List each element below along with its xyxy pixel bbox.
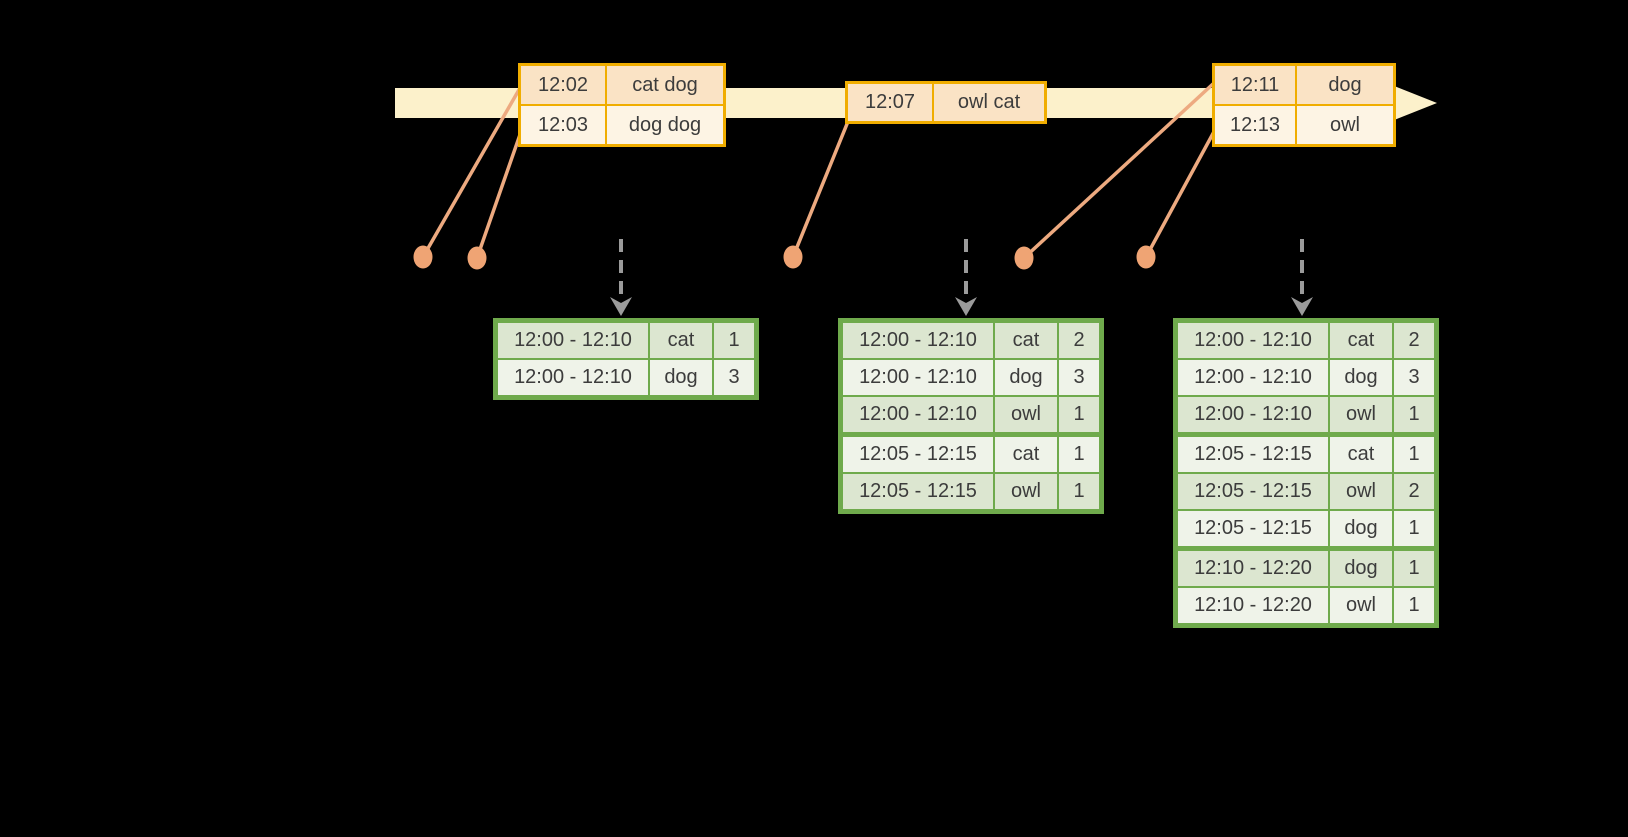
connector-line	[1144, 127, 1218, 258]
window-cell: 12:10 - 12:20	[1178, 588, 1328, 623]
word-cell: owl	[1330, 588, 1392, 623]
event-dot-icon	[1136, 245, 1156, 269]
event-data-cell: cat dog	[607, 66, 723, 104]
connector-line	[1022, 81, 1216, 260]
count-cell: 1	[1394, 588, 1434, 623]
word-cell: cat	[1330, 323, 1392, 358]
window-cell: 12:00 - 12:10	[1178, 397, 1328, 432]
count-cell: 2	[1394, 474, 1434, 509]
count-cell: 1	[1059, 437, 1099, 472]
event-dot-icon	[467, 246, 487, 270]
connector-line	[475, 125, 525, 259]
word-cell: owl	[995, 397, 1057, 432]
trigger-arrows	[610, 239, 1313, 316]
window-cell: 12:00 - 12:10	[843, 323, 993, 358]
count-cell: 3	[714, 360, 754, 395]
word-cell: dog	[1330, 360, 1392, 395]
count-cell: 1	[1394, 551, 1434, 586]
word-cell: cat	[995, 323, 1057, 358]
event-dot-icon	[1014, 246, 1034, 270]
trigger-arrow-icon	[955, 297, 977, 316]
window-cell: 12:00 - 12:10	[1178, 323, 1328, 358]
window-cell: 12:05 - 12:15	[1178, 474, 1328, 509]
event-time-cell: 12:13	[1215, 106, 1295, 144]
count-cell: 1	[1059, 474, 1099, 509]
count-cell: 1	[1059, 397, 1099, 432]
word-cell: cat	[1330, 437, 1392, 472]
count-cell: 2	[1059, 323, 1099, 358]
event-time-cell: 12:02	[521, 66, 605, 104]
word-cell: cat	[650, 323, 712, 358]
window-cell: 12:00 - 12:10	[1178, 360, 1328, 395]
word-cell: dog	[1330, 511, 1392, 546]
count-cell: 1	[1394, 397, 1434, 432]
window-cell: 12:05 - 12:15	[843, 474, 993, 509]
connector-lines	[421, 81, 1218, 260]
window-cell: 12:00 - 12:10	[498, 360, 648, 395]
count-cell: 1	[1394, 437, 1434, 472]
word-cell: owl	[1330, 474, 1392, 509]
word-cell: cat	[995, 437, 1057, 472]
window-cell: 12:05 - 12:15	[1178, 511, 1328, 546]
event-data-cell: dog	[1297, 66, 1393, 104]
count-cell: 3	[1394, 360, 1434, 395]
window-cell: 12:05 - 12:15	[1178, 437, 1328, 472]
trigger-arrow-icon	[610, 297, 632, 316]
count-cell: 1	[714, 323, 754, 358]
event-data-cell: dog dog	[607, 106, 723, 144]
connector-line	[791, 118, 851, 258]
event-dot-icon	[413, 245, 433, 269]
window-cell: 12:10 - 12:20	[1178, 551, 1328, 586]
window-cell: 12:05 - 12:15	[843, 437, 993, 472]
window-cell: 12:00 - 12:10	[498, 323, 648, 358]
word-cell: owl	[1330, 397, 1392, 432]
event-time-cell: 12:03	[521, 106, 605, 144]
window-cell: 12:00 - 12:10	[843, 360, 993, 395]
window-cell: 12:00 - 12:10	[843, 397, 993, 432]
event-dots	[413, 245, 1156, 270]
count-cell: 3	[1059, 360, 1099, 395]
count-cell: 1	[1394, 511, 1434, 546]
word-cell: owl	[995, 474, 1057, 509]
event-dot-icon	[783, 245, 803, 269]
word-cell: dog	[650, 360, 712, 395]
event-data-cell: owl	[1297, 106, 1393, 144]
event-time-cell: 12:07	[848, 84, 932, 121]
event-data-cell: owl cat	[934, 84, 1044, 121]
event-time-cell: 12:11	[1215, 66, 1295, 104]
trigger-arrow-icon	[1291, 297, 1313, 316]
word-cell: dog	[995, 360, 1057, 395]
connector-line	[421, 87, 522, 258]
count-cell: 2	[1394, 323, 1434, 358]
word-cell: dog	[1330, 551, 1392, 586]
